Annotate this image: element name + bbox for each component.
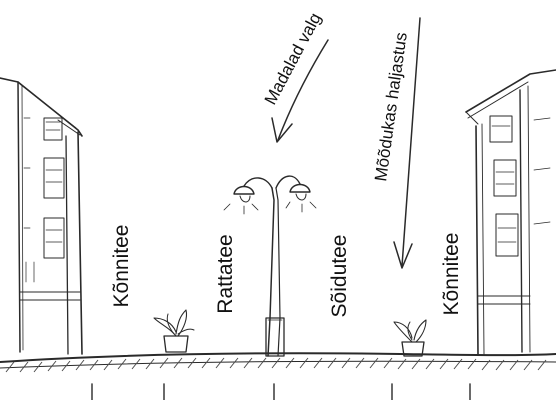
ground-hatching [5, 357, 547, 373]
street-lamp-icon [223, 175, 317, 357]
zone-dividers [91, 383, 471, 400]
label-bike-lane: Rattatee [214, 234, 237, 313]
left-building-icon [0, 77, 83, 355]
label-low-lights: Madalad valg [261, 10, 325, 108]
label-mid-greenery: Mõõdukas haljastus [371, 31, 411, 182]
arrow-low-lights-icon [271, 39, 329, 143]
plant-left-icon [153, 309, 195, 353]
label-left-sidewalk: Kõnnitee [110, 225, 133, 308]
right-building-icon [465, 69, 556, 355]
plant-right-icon [393, 319, 427, 357]
arrow-greenery-icon [393, 17, 421, 269]
label-right-sidewalk: Kõnnitee [440, 233, 463, 316]
label-roadway: Sõidutee [328, 235, 351, 318]
